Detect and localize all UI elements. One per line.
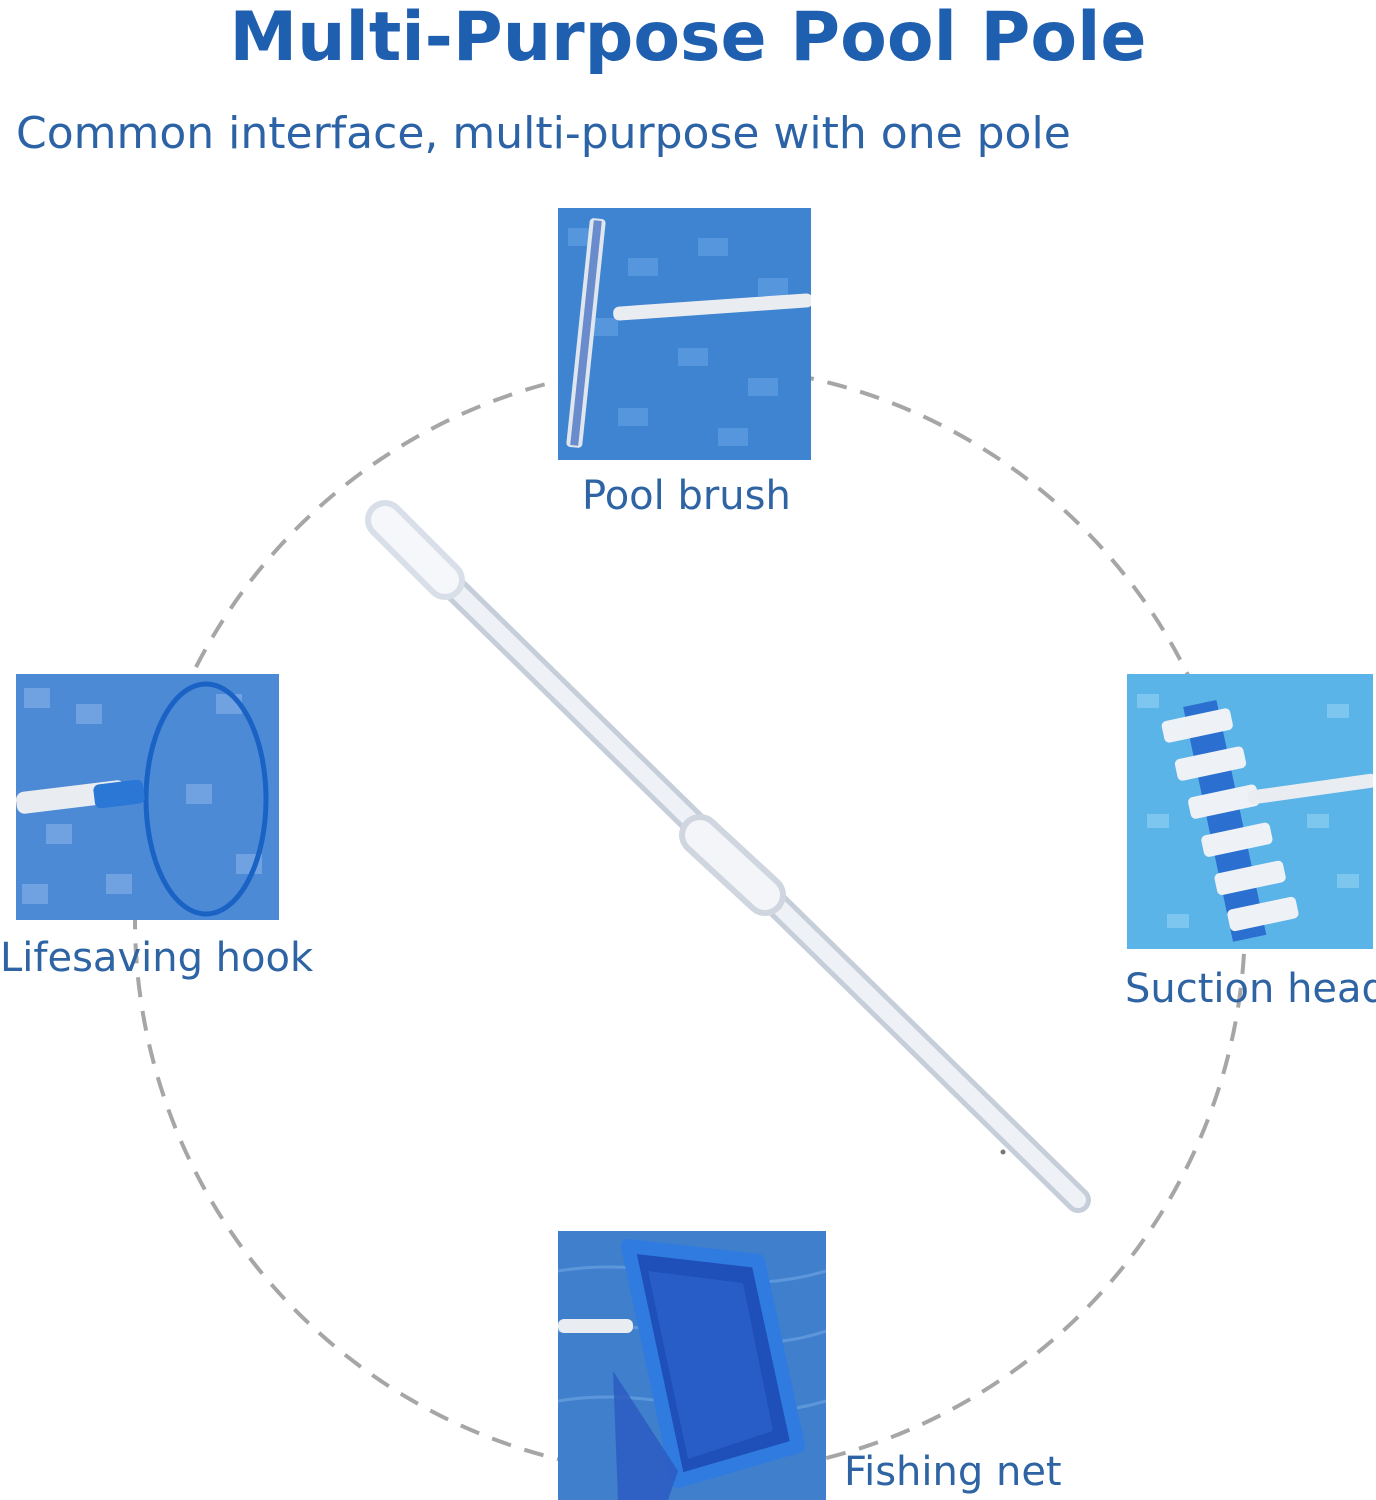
page-subtitle: Common interface, multi-purpose with one… [16, 108, 1071, 159]
lifesaving-hook-label: Lifesaving hook [0, 935, 314, 981]
suction-head-image [1127, 674, 1373, 949]
pool-brush-image [558, 208, 811, 460]
pool-brush-label: Pool brush [582, 473, 791, 519]
suction-head-label: Suction head [1125, 966, 1376, 1012]
lifesaving-hook-image [16, 674, 279, 920]
fishing-net-image [558, 1231, 826, 1500]
page-title: Multi-Purpose Pool Pole [229, 0, 1147, 77]
fishing-net-label: Fishing net [844, 1449, 1062, 1495]
